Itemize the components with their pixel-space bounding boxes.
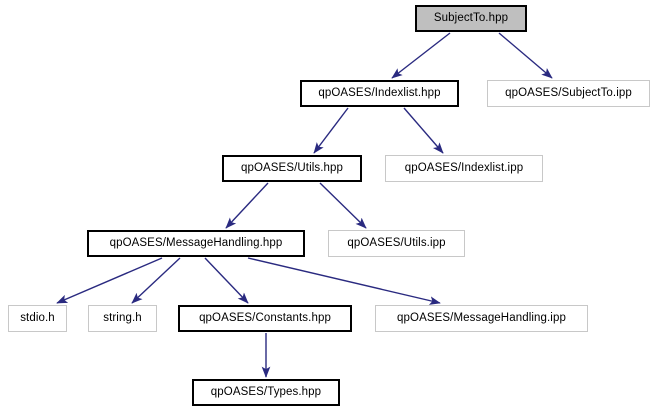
node-messagehandling_ipp[interactable]: qpOASES/MessageHandling.ipp [375,305,588,332]
node-label: qpOASES/MessageHandling.ipp [397,311,566,324]
node-utils_ipp[interactable]: qpOASES/Utils.ipp [328,230,465,257]
node-label: qpOASES/Types.hpp [210,385,322,398]
node-label: SubjectTo.hpp [433,11,509,24]
node-label: qpOASES/Indexlist.hpp [318,86,441,99]
node-label: string.h [103,311,142,324]
edge-utils_hpp-to-messagehandling_hpp [225,182,269,229]
node-stdio_h[interactable]: stdio.h [8,305,67,332]
node-indexlist_ipp[interactable]: qpOASES/Indexlist.ipp [385,155,543,182]
node-messagehandling_hpp[interactable]: qpOASES/MessageHandling.hpp [87,230,305,257]
node-types_hpp[interactable]: qpOASES/Types.hpp [192,379,340,406]
node-label: qpOASES/Utils.ipp [347,236,446,249]
node-label: qpOASES/Indexlist.ipp [404,161,524,174]
node-label: qpOASES/Utils.hpp [240,161,344,174]
edge-messagehandling_hpp-to-stdio_h [56,257,163,304]
edge-utils_hpp-to-utils_ipp [319,182,367,229]
edge-messagehandling_hpp-to-messagehandling_ipp [247,257,441,305]
edge-group [56,32,553,378]
edge-subjectto_hpp-to-indexlist_hpp [391,32,451,79]
edge-messagehandling_hpp-to-string_h [131,257,181,304]
node-subjectto_ipp[interactable]: qpOASES/SubjectTo.ipp [487,80,650,107]
node-label: qpOASES/SubjectTo.ipp [505,86,632,99]
node-label: stdio.h [20,311,55,324]
node-label: qpOASES/MessageHandling.hpp [109,236,283,249]
edge-indexlist_hpp-to-utils_hpp [313,107,349,154]
edge-indexlist_hpp-to-indexlist_ipp [403,107,444,154]
edge-messagehandling_hpp-to-constants_hpp [204,257,249,304]
node-subjectto_hpp[interactable]: SubjectTo.hpp [415,5,527,32]
node-string_h[interactable]: string.h [88,305,157,332]
node-indexlist_hpp[interactable]: qpOASES/Indexlist.hpp [300,80,459,107]
edge-subjectto_hpp-to-subjectto_ipp [498,32,553,79]
node-utils_hpp[interactable]: qpOASES/Utils.hpp [222,155,362,182]
node-constants_hpp[interactable]: qpOASES/Constants.hpp [178,305,352,332]
node-label: qpOASES/Constants.hpp [199,311,331,324]
